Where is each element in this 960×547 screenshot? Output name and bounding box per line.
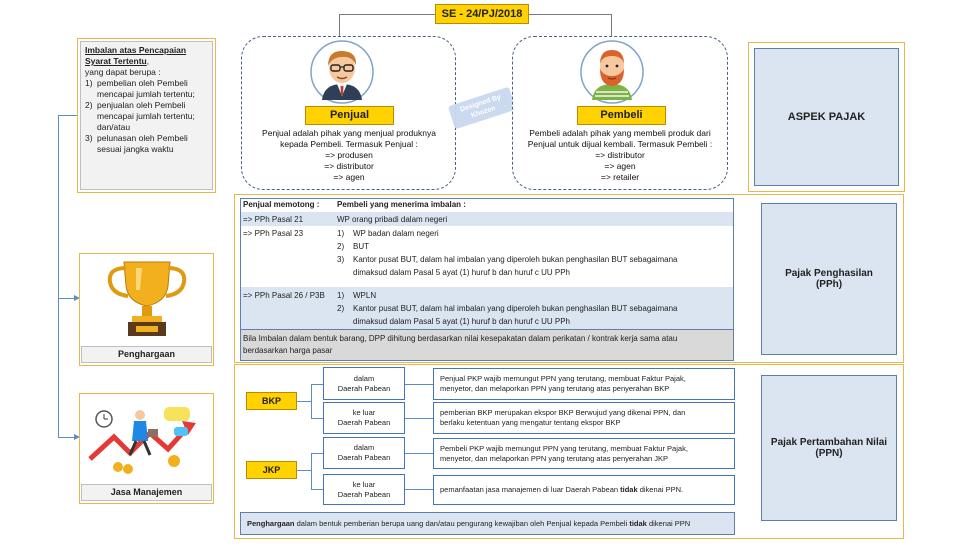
connector-line	[339, 14, 435, 15]
branch-line	[311, 418, 323, 419]
jasa-manajemen-label: Jasa Manajemen	[81, 484, 212, 501]
imbalan-box: Imbalan atas Pencapaian Syarat Tertentu,…	[80, 41, 213, 190]
connector-line	[339, 14, 340, 36]
connector-line	[529, 14, 611, 15]
connector-line	[405, 489, 433, 490]
bkp-luar-desc: pemberian BKP merupakan ekspor BKP Berwu…	[433, 402, 735, 434]
pph-table: Penjual memotong : Pembeli yang menerima…	[240, 198, 734, 361]
jkp-tag: JKP	[246, 461, 297, 479]
aspek-pajak-box: ASPEK PAJAK	[754, 48, 899, 186]
jkp-dalam-desc: Pembeli PKP wajib memungut PPN yang teru…	[433, 438, 735, 469]
tree-line	[58, 115, 77, 116]
imbalan-frame	[77, 38, 216, 193]
jkp-luar-box: ke luar Daerah Pabean	[323, 474, 405, 505]
jasa-frame	[79, 393, 214, 504]
bkp-luar-box: ke luar Daerah Pabean	[323, 402, 405, 434]
penghargaan-label: Penghargaan	[81, 346, 212, 363]
imbalan-item-line: mencapai jumlah tertentu;	[97, 89, 195, 99]
connector-line	[405, 418, 433, 419]
jkp-luar-desc: pemanfaatan jasa manajemen di luar Daera…	[433, 475, 735, 505]
pph-box: Pajak Penghasilan (PPh)	[761, 203, 897, 355]
pph-table-header: Penjual memotong : Pembeli yang menerima…	[241, 199, 733, 212]
buyer-desc-line: => distributor	[595, 150, 645, 160]
pph-row-pasal23: => PPh Pasal 23 1)WP badan dalam negeri …	[241, 226, 733, 287]
imbalan-item: 3) pelunasan oleh Pembeli	[85, 133, 188, 143]
buyer-desc-line: Penjual untuk dijual kembali. Termasuk P…	[527, 139, 713, 149]
tree-line	[58, 298, 78, 299]
imbalan-item-line: mencapai jumlah tertentu;	[97, 111, 195, 121]
connector-line	[611, 14, 612, 36]
management-illustration-icon	[84, 397, 210, 481]
buyer-avatar	[580, 40, 644, 104]
seller-desc-line: => produsen	[325, 150, 373, 160]
ppn-box: Pajak Pertambahan Nilai (PPN)	[761, 375, 897, 521]
imbalan-item: 2) penjualan oleh Pembeli	[85, 100, 186, 110]
pph-row-pasal26: => PPh Pasal 26 / P3B 1)WPLN 2) Kantor p…	[241, 287, 733, 329]
imbalan-heading: Imbalan atas Pencapaian	[85, 45, 187, 55]
pph-section-frame	[234, 194, 904, 363]
trophy-icon	[84, 256, 210, 344]
seller-desc-line: kepada Pembeli. Termasuk Penjual :	[280, 139, 418, 149]
designed-by-watermark: Designed By Khozen	[447, 86, 517, 130]
buyer-desc-line: Pembeli adalah pihak yang membeli produk…	[529, 128, 711, 138]
connector-line	[405, 453, 433, 454]
tree-line	[58, 437, 78, 438]
branch-line	[311, 489, 323, 490]
buyer-desc-line: => retailer	[600, 172, 640, 182]
branch-line	[311, 384, 312, 418]
seller-label: Penjual	[305, 106, 394, 125]
arrow-right-icon	[74, 295, 80, 301]
seller-desc-line: Penjual adalah pihak yang menjual produk…	[262, 128, 436, 138]
aspek-frame	[748, 42, 905, 192]
buyer-label: Pembeli	[577, 106, 666, 125]
branch-line	[297, 401, 311, 402]
seller-desc-line: => agen	[333, 172, 365, 182]
arrow-right-icon	[74, 434, 80, 440]
imbalan-heading: Syarat Tertentu	[85, 56, 147, 66]
imbalan-intro: yang dapat berupa :	[85, 67, 161, 77]
imbalan-item-line: dan/atau	[97, 122, 131, 132]
seller-avatar	[310, 40, 374, 104]
penghargaan-ppn-note: Penghargaan dalam bentuk pemberian berup…	[240, 512, 735, 535]
jkp-dalam-box: dalam Daerah Pabean	[323, 437, 405, 469]
connector-line	[405, 384, 433, 385]
imbalan-item-line: sesuai jangka waktu	[97, 144, 174, 154]
penghargaan-frame	[79, 253, 214, 366]
seller-desc-line: => distributor	[324, 161, 374, 171]
branch-line	[311, 453, 312, 489]
bkp-tag: BKP	[246, 392, 297, 410]
bkp-dalam-desc: Penjual PKP wajib memungut PPN yang teru…	[433, 368, 735, 400]
branch-line	[311, 453, 323, 454]
bkp-dalam-box: dalam Daerah Pabean	[323, 367, 405, 400]
branch-line	[297, 470, 311, 471]
title-box: SE - 24/PJ/2018	[435, 4, 529, 24]
tree-line	[58, 115, 59, 437]
buyer-desc-line: => agen	[604, 161, 636, 171]
imbalan-item: 1) pembelian oleh Pembeli	[85, 78, 188, 88]
buyer-description: Pembeli adalah pihak yang membeli produk…	[515, 128, 725, 183]
pph-row-pasal21: => PPh Pasal 21 WP orang pribadi dalam n…	[241, 212, 733, 226]
seller-description: Penjual adalah pihak yang menjual produk…	[245, 128, 453, 183]
pph-note: Bila Imbalan dalam bentuk barang, DPP di…	[241, 329, 733, 360]
ppn-section-frame	[234, 364, 904, 539]
branch-line	[311, 384, 323, 385]
